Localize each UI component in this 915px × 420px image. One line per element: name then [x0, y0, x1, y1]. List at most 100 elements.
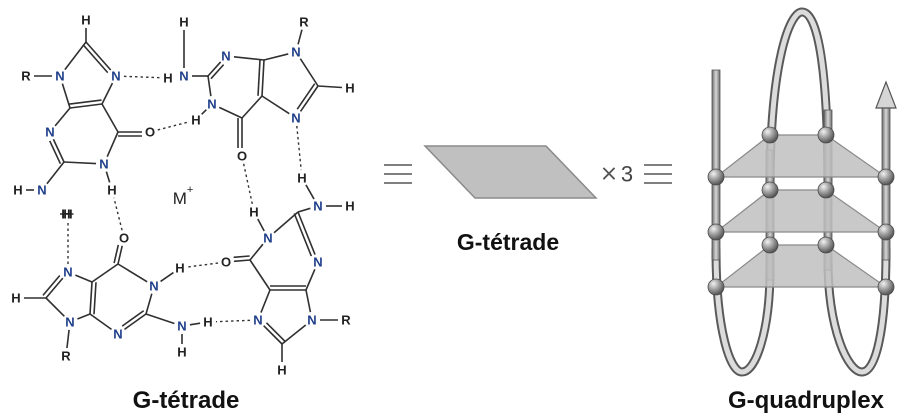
double-bond — [233, 255, 250, 259]
bond — [117, 263, 148, 283]
nitrogen-atom: N — [207, 97, 216, 112]
nitrogen-atom: N — [55, 69, 64, 84]
quadruplex-caption: G-quadruplex — [728, 387, 885, 414]
nitrogen-atom: N — [149, 279, 158, 294]
double-bond — [121, 310, 145, 327]
bond — [64, 41, 87, 71]
bond — [91, 263, 119, 283]
double-bond — [82, 44, 109, 74]
hydrogen-bond — [215, 319, 251, 323]
bond — [45, 277, 64, 299]
bond — [89, 281, 93, 315]
hydrogen-atom: H — [345, 199, 354, 214]
bond — [260, 289, 271, 313]
hydrogen-bond — [187, 262, 219, 268]
bond — [46, 161, 65, 185]
tetrad-caption: G-tétrade — [457, 229, 559, 255]
bond — [233, 259, 251, 263]
g-quadruplex-3d: G-quadruplex — [707, 7, 897, 414]
r-group-label: R — [341, 313, 351, 328]
bond — [201, 109, 207, 115]
bond — [299, 85, 319, 112]
bond — [297, 207, 311, 213]
guanine-sphere — [707, 223, 725, 241]
nitrogen-atom: N — [45, 125, 54, 140]
tetrad-plane — [714, 134, 888, 178]
bond — [218, 106, 243, 119]
bond — [261, 59, 265, 97]
bond — [299, 58, 319, 87]
double-bond — [113, 244, 120, 264]
hydrogen-atom: H — [297, 171, 306, 186]
covalent-bonds — [24, 28, 343, 362]
bond — [257, 218, 265, 232]
hydrogen-atom: H — [63, 207, 72, 222]
guanine-sphere — [877, 223, 895, 241]
guanine-sphere — [817, 236, 835, 254]
nitrogen-atom: N — [221, 49, 230, 64]
tetrad-plane — [714, 189, 888, 233]
bond — [145, 293, 153, 315]
hydrogen-bonds — [60, 75, 302, 323]
hydrogen-atom: H — [61, 207, 70, 222]
nitrogen-atom: N — [99, 157, 108, 172]
hydrogen-atom: H — [191, 113, 200, 128]
guanine-sphere — [817, 181, 835, 199]
bond — [249, 259, 271, 291]
hydrogen-bond — [157, 121, 189, 131]
bond — [297, 211, 316, 255]
tetrad-plane — [714, 244, 888, 288]
bond — [241, 95, 263, 119]
bond — [63, 161, 97, 165]
times-symbol: × — [600, 162, 618, 187]
bond — [54, 107, 71, 127]
bond — [101, 82, 114, 105]
bond — [160, 271, 174, 283]
guanine-sphere — [707, 168, 725, 186]
bond — [305, 184, 315, 200]
nitrogen-atom: N — [291, 111, 300, 126]
bond — [85, 41, 112, 71]
bond — [105, 171, 111, 183]
equivalent-symbol-right — [644, 164, 672, 184]
strand-direction-arrow — [875, 80, 897, 109]
hydrogen-bond — [296, 125, 302, 171]
hydrogen-atom: H — [175, 261, 184, 276]
guanine-sphere — [877, 168, 895, 186]
bond — [249, 243, 264, 261]
bond — [61, 83, 71, 109]
hydrogen-atom: H — [179, 15, 188, 30]
bond — [101, 103, 119, 133]
bond — [233, 56, 265, 61]
double-bond — [42, 275, 61, 296]
bond — [207, 61, 222, 77]
bond — [145, 313, 175, 325]
nitrogen-atom: N — [291, 45, 300, 60]
tetrad-count: 3 — [621, 162, 633, 187]
r-group-label: R — [21, 69, 31, 84]
hydrogen-atom: H — [203, 315, 212, 330]
bond — [106, 131, 119, 157]
hydrogen-atom: H — [277, 363, 286, 378]
bond — [263, 53, 289, 61]
guanine-sphere — [707, 278, 725, 296]
hydrogen-bond — [123, 75, 161, 79]
nitrogen-atom: N — [111, 69, 120, 84]
hydrogen-atom: H — [81, 13, 90, 28]
hydrogen-atom: H — [177, 345, 186, 360]
guanine-sphere — [761, 181, 779, 199]
nitrogen-atom: N — [253, 313, 262, 328]
guanine-sphere — [877, 278, 895, 296]
hydrogen-atom: H — [163, 71, 172, 86]
bond — [45, 297, 65, 317]
bond — [297, 29, 303, 45]
hydrogen-atom: H — [249, 205, 258, 220]
nitrogen-atom: N — [65, 315, 74, 330]
bond — [89, 313, 112, 331]
bond — [117, 245, 123, 265]
hydrogen-atom: H — [11, 291, 20, 306]
bond — [263, 325, 283, 345]
